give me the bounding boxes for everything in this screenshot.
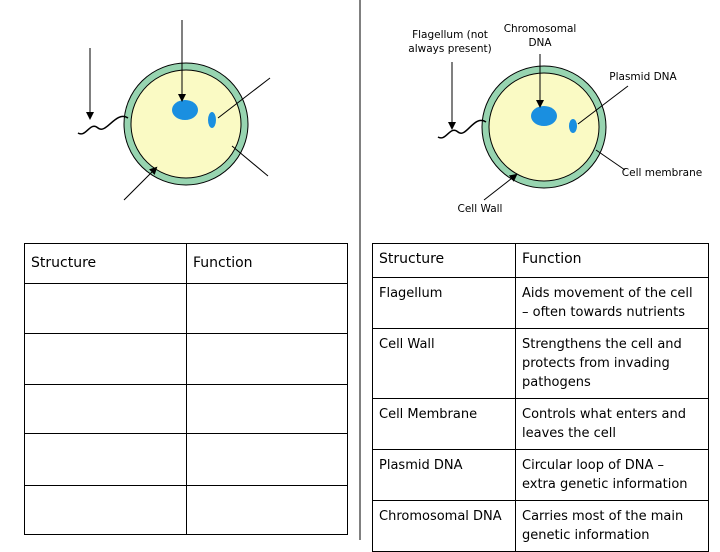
blank-cell[interactable]: [24, 433, 187, 486]
structure-cell: Plasmid DNA: [372, 449, 516, 501]
label-cell-wall: Cell Wall: [457, 203, 503, 215]
blank-row: [24, 333, 348, 385]
structure-cell: Chromosomal DNA: [372, 500, 516, 552]
left-arrow-cell-wall: [123, 166, 158, 201]
blank-row: [24, 433, 348, 486]
structure-function-answer-table: Structure Function Flagellum Aids moveme…: [372, 243, 709, 552]
right-arrow-cell-wall: [483, 173, 518, 201]
right-plasmid: [569, 119, 577, 133]
table-row: Flagellum Aids movement of the cell – of…: [372, 277, 709, 329]
blank-cell[interactable]: [186, 283, 348, 334]
left-flagellum: [77, 115, 129, 135]
blank-cell[interactable]: [186, 433, 348, 486]
structure-cell: Cell Wall: [372, 328, 516, 399]
label-plasmid-dna: Plasmid DNA: [609, 71, 677, 83]
blank-structure-function-table: Structure Function: [24, 243, 348, 535]
label-cell-membrane: Cell membrane: [621, 167, 703, 179]
blank-row: [24, 485, 348, 535]
function-cell: Carries most of the main genetic informa…: [515, 500, 709, 552]
labeled-bacterium-cell: [437, 54, 629, 201]
function-cell: Controls what enters and leaves the cell: [515, 398, 709, 450]
blank-cell[interactable]: [24, 384, 187, 434]
structure-cell: Flagellum: [372, 277, 516, 329]
left-cell-cytoplasm: [130, 69, 242, 179]
right-chromosome: [531, 106, 557, 126]
blank-cell[interactable]: [24, 333, 187, 385]
label-flagellum: Flagellum (not always present): [408, 29, 492, 55]
function-cell: Strengthens the cell and protects from i…: [515, 328, 709, 399]
blank-cell[interactable]: [24, 485, 187, 535]
left-line-plasmid-dna: [217, 77, 271, 119]
right-line-plasmid-dna: [577, 85, 629, 125]
header-structure: Structure: [372, 243, 516, 278]
blank-row: [24, 384, 348, 434]
header-function: Function: [515, 243, 709, 278]
table-row: Plasmid DNA Circular loop of DNA – extra…: [372, 449, 709, 501]
left-chromosome: [172, 100, 198, 120]
table-header-row: Structure Function: [372, 243, 709, 278]
blank-cell[interactable]: [186, 333, 348, 385]
table-row: Cell Membrane Controls what enters and l…: [372, 398, 709, 450]
bacteria-diagram: [77, 0, 629, 540]
function-cell: Aids movement of the cell – often toward…: [515, 277, 709, 329]
blank-cell[interactable]: [186, 485, 348, 535]
right-flagellum: [437, 119, 487, 139]
header-function: Function: [186, 243, 348, 284]
table-row: Chromosomal DNA Carries most of the main…: [372, 500, 709, 552]
label-chromosomal-dna: Chromosomal DNA: [503, 23, 577, 49]
right-line-cell-membrane: [595, 149, 626, 171]
unlabeled-bacterium-cell: [77, 20, 271, 201]
function-cell: Circular loop of DNA – extra genetic inf…: [515, 449, 709, 501]
table-row: Cell Wall Strengthens the cell and prote…: [372, 328, 709, 399]
blank-cell[interactable]: [24, 283, 187, 334]
table-header-row: Structure Function: [24, 243, 348, 284]
left-plasmid: [208, 112, 216, 128]
blank-row: [24, 283, 348, 334]
structure-cell: Cell Membrane: [372, 398, 516, 450]
blank-cell[interactable]: [186, 384, 348, 434]
header-structure: Structure: [24, 243, 187, 284]
right-cell-cytoplasm: [488, 72, 600, 182]
left-line-cell-membrane: [231, 145, 269, 177]
